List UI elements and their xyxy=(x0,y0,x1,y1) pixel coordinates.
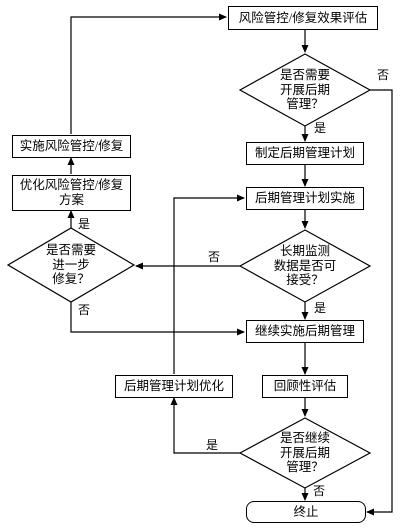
edge-optimize-to-implement xyxy=(173,194,245,374)
decision-repair-line-1: 是否需要 xyxy=(45,243,96,257)
label-monitor-yes: 是 xyxy=(314,301,327,315)
node-do-repair: 实施风险管控/修复 xyxy=(12,135,131,158)
node-optimize: 后期管理计划优化 xyxy=(115,375,233,398)
node-optimize-scheme: 优化风险管控/修复 方案 xyxy=(12,175,131,211)
node-optimize-scheme-line-2: 方案 xyxy=(58,193,84,207)
node-end: 终止 xyxy=(246,501,366,523)
label-repair-yes: 是 xyxy=(78,217,91,231)
decision-repair-text: 是否需要 进一步 修复？ xyxy=(21,243,121,287)
decision-continue-line-1: 是否继续 xyxy=(279,431,330,445)
node-optimize-scheme-line-1: 优化风险管控/修复 xyxy=(19,178,124,192)
edge-post-no-to-end xyxy=(366,89,393,516)
edge-repair-no-to-continue xyxy=(70,302,245,336)
label-repair-no: 否 xyxy=(78,303,91,317)
decision-continue-line-2: 开展后期 xyxy=(279,445,330,460)
decision-continue-text: 是否继续 开展后期 管理？ xyxy=(255,431,355,475)
node-continue: 继续实施后期管理 xyxy=(246,320,364,343)
decision-repair-line-2: 进一步 xyxy=(52,257,90,272)
decision-monitor-text: 长期监测 数据是否可 接受？ xyxy=(255,244,355,288)
label-monitor-no: 否 xyxy=(208,250,221,264)
node-review: 回顾性评估 xyxy=(262,375,348,398)
decision-post-text: 是否需要 开展后期 管理？ xyxy=(255,68,355,112)
decision-post-line-3: 管理？ xyxy=(286,97,324,111)
decision-continue-line-3: 管理？ xyxy=(286,460,324,474)
decision-post-line-1: 是否需要 xyxy=(279,68,330,82)
label-post-yes: 是 xyxy=(314,121,327,135)
node-implement: 后期管理计划实施 xyxy=(246,187,364,210)
decision-post-line-2: 开展后期 xyxy=(279,82,330,97)
node-plan: 制定后期管理计划 xyxy=(246,142,364,165)
decision-monitor-line-1: 长期监测 xyxy=(279,244,330,258)
decision-repair-line-3: 修复？ xyxy=(52,272,90,286)
edge-continue-yes-to-optimize xyxy=(170,397,240,454)
node-evaluate: 风险管控/修复效果评估 xyxy=(228,6,378,30)
label-continue-no: 否 xyxy=(313,484,326,498)
edge-repair-to-evaluate xyxy=(70,13,227,134)
decision-monitor-line-2: 数据是否可 xyxy=(273,258,337,273)
label-post-no: 否 xyxy=(377,68,390,82)
decision-monitor-line-3: 接受？ xyxy=(286,273,324,287)
label-continue-yes: 是 xyxy=(206,438,219,452)
